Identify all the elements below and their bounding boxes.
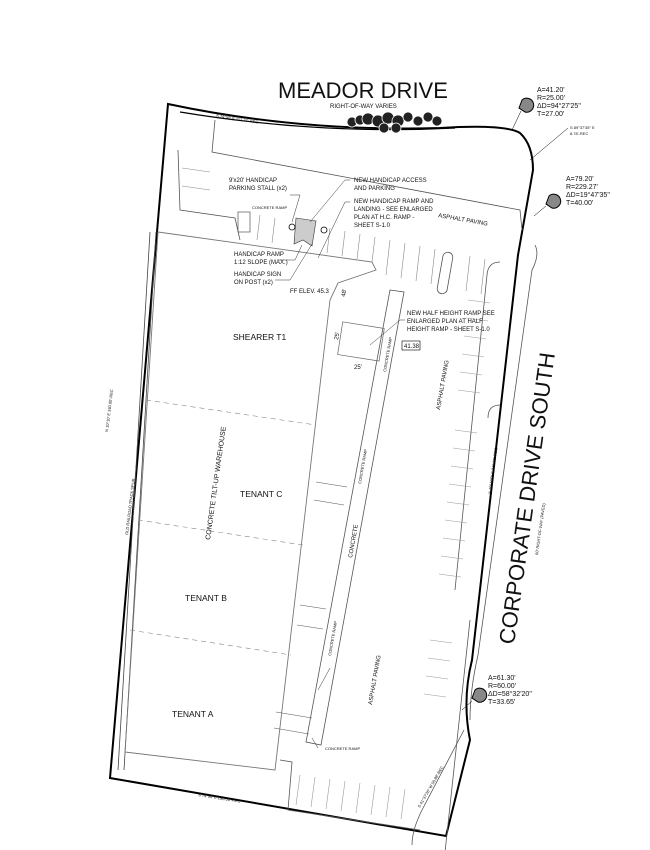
note-half-ramp: NEW HALF HEIGHT RAMP SEE ENLARGED PLAN A… — [407, 311, 495, 333]
curve-marker-icon — [533, 193, 562, 217]
svg-text:T=33.65': T=33.65' — [488, 699, 515, 706]
curve-marker-icon — [511, 97, 535, 131]
tenant-dividers — [129, 399, 317, 656]
svg-text:ΔD=94°27'25": ΔD=94°27'25" — [537, 102, 581, 110]
concrete-ramp-north — [237, 211, 251, 233]
svg-text:A=61.30': A=61.30' — [488, 675, 516, 682]
parking-stripes-south — [295, 774, 406, 820]
parking-stripes-east — [423, 299, 491, 698]
rail-spur-label: OLD RAILROAD TRACK SPUR — [124, 478, 136, 535]
dimension-25-vertical: 25' — [334, 332, 341, 341]
note-hc-access: NEW HANDICAP ACCESS AND PARKING — [354, 178, 427, 192]
tenant-label-shearer: SHEARER T1 — [233, 332, 286, 342]
svg-text:R=229.27': R=229.27' — [566, 184, 598, 191]
bearing-south: S 79°50' E 290.00'-REC — [198, 792, 241, 804]
bearing-southeast: S 41°37'36" W 50.88'-REC — [417, 765, 445, 809]
note-leaders — [275, 179, 405, 749]
svg-text:NEW HANDICAP RAMP AND: NEW HANDICAP RAMP AND — [354, 199, 434, 205]
elevation-value: 41.38 — [404, 344, 420, 350]
rail-line — [117, 231, 151, 771]
dimension-25-horizontal: 25' — [354, 365, 362, 371]
note-hc-sign: HANDICAP SIGN ON POST (x2) — [234, 272, 281, 286]
bearing-northeast-2: 8.78'-REC — [570, 131, 588, 136]
parking-stripes-north — [181, 167, 486, 295]
asphalt-label-north: ASPHALT PAVING — [438, 213, 489, 228]
curve-data-2: A=79.20' R=229.27' ΔD=19°47'35" T=40.00' — [566, 176, 610, 207]
svg-text:NEW HALF HEIGHT RAMP SEE: NEW HALF HEIGHT RAMP SEE — [407, 311, 495, 317]
warehouse-label: CONCRETE TILT-UP WAREHOUSE — [205, 426, 228, 540]
southeast-curb — [411, 729, 465, 846]
tree-symbols — [346, 111, 443, 134]
asphalt-label-south: ASPHALT PAVING — [368, 655, 383, 706]
parking-island — [436, 251, 454, 295]
svg-text:1:12 SLOPE (MAX.): 1:12 SLOPE (MAX.) — [234, 260, 288, 266]
elevation-box — [401, 340, 421, 351]
svg-text:R=60.00': R=60.00' — [488, 683, 516, 690]
hc-access-hatch — [293, 217, 317, 247]
concrete-ramp-label: CONCRETE RAMP — [357, 448, 368, 484]
svg-text:A=79.20': A=79.20' — [566, 176, 594, 183]
half-height-ramp — [337, 321, 385, 362]
tenant-label-b: TENANT B — [185, 593, 227, 603]
concrete-ramp-label: CONCRETE RAMP — [325, 746, 360, 751]
svg-text:T=40.00': T=40.00' — [566, 200, 593, 207]
concrete-ramp-label: CONCRETE RAMP — [327, 620, 338, 656]
north-parking-curb — [177, 119, 523, 241]
note-hc-stall: 9'x20' HANDICAP PARKING STALL (x2) — [229, 178, 287, 192]
svg-text:AND PARKING: AND PARKING — [354, 186, 395, 192]
curve-data-1: A=41.20' R=25.00' ΔD=94°27'25" T=27.00' — [537, 87, 581, 118]
concrete-ramp-label: CONCRETE RAMP — [252, 205, 287, 210]
svg-text:LANDING - SEE ENLARGED: LANDING - SEE ENLARGED — [354, 207, 433, 213]
svg-text:HEIGHT RAMP - SHEET S-1.0: HEIGHT RAMP - SHEET S-1.0 — [407, 327, 490, 333]
meador-drive-edge — [179, 111, 456, 131]
concrete-label: CONCRETE — [348, 524, 360, 558]
svg-text:ON POST (x2): ON POST (x2) — [234, 280, 273, 286]
east-parking-row — [444, 261, 501, 850]
ff-elevation: FF ELEV. 45.3 — [290, 289, 329, 295]
ramp-lines — [273, 481, 348, 735]
tenant-label-a: TENANT A — [172, 709, 214, 719]
svg-text:R=25.00': R=25.00' — [537, 95, 565, 102]
street-row-meador: RIGHT-OF-WAY VARIES — [330, 104, 397, 110]
concrete-walk — [305, 289, 405, 746]
street-name-meador: MEADOR DRIVE — [278, 78, 448, 103]
svg-text:SHEET S-1.0: SHEET S-1.0 — [354, 223, 391, 229]
bearing-northeast: S 89°37'35" E — [570, 125, 595, 130]
svg-text:9'x20' HANDICAP: 9'x20' HANDICAP — [229, 178, 277, 184]
curve-data-3: A=61.30' R=60.00' ΔD=58°32'20" T=33.65' — [488, 675, 532, 706]
note-hc-ramp-slope: HANDICAP RAMP 1:12 SLOPE (MAX.) — [234, 252, 288, 266]
svg-text:PARKING STALL (x2): PARKING STALL (x2) — [229, 186, 287, 192]
svg-text:PLAN AT H.C. RAMP -: PLAN AT H.C. RAMP - — [354, 215, 414, 221]
warehouse-building — [124, 231, 377, 771]
east-curb — [469, 244, 538, 721]
svg-text:A=41.20': A=41.20' — [537, 87, 565, 94]
svg-text:ΔD=58°32'20": ΔD=58°32'20" — [488, 690, 532, 698]
property-boundary — [108, 102, 535, 838]
bearing-west: N 10°10' E 340.00'-REC — [104, 389, 114, 432]
bearing-north: S 79°50' E 117.77'-REC — [216, 113, 259, 125]
svg-text:NEW HANDICAP ACCESS: NEW HANDICAP ACCESS — [354, 178, 427, 184]
street-name-corporate: CORPORATE DRIVE SOUTH — [494, 351, 560, 646]
concrete-ramp-label: CONCRETE RAMP — [382, 336, 393, 372]
hc-sign-icon — [320, 226, 328, 234]
dimension-48: 48' — [341, 289, 348, 298]
south-parking-curb — [279, 759, 421, 831]
tenant-label-c: TENANT C — [240, 489, 282, 499]
note-hc-ramp-landing: NEW HANDICAP RAMP AND LANDING - SEE ENLA… — [354, 199, 434, 229]
hc-sign-icon — [288, 223, 296, 231]
leader-line — [529, 127, 569, 161]
bearing-east: N 10°10'0" E 340.00'-REC — [487, 447, 498, 494]
svg-text:HANDICAP SIGN: HANDICAP SIGN — [234, 272, 281, 278]
asphalt-label-east: ASPHALT PAVING — [436, 360, 451, 411]
svg-text:T=27.00': T=27.00' — [537, 111, 564, 118]
svg-text:ENLARGED PLAN AT HALF: ENLARGED PLAN AT HALF — [407, 319, 483, 325]
svg-text:HANDICAP RAMP: HANDICAP RAMP — [234, 252, 284, 258]
svg-text:ΔD=19°47'35": ΔD=19°47'35" — [566, 191, 610, 199]
curve-marker-icon — [461, 687, 488, 711]
